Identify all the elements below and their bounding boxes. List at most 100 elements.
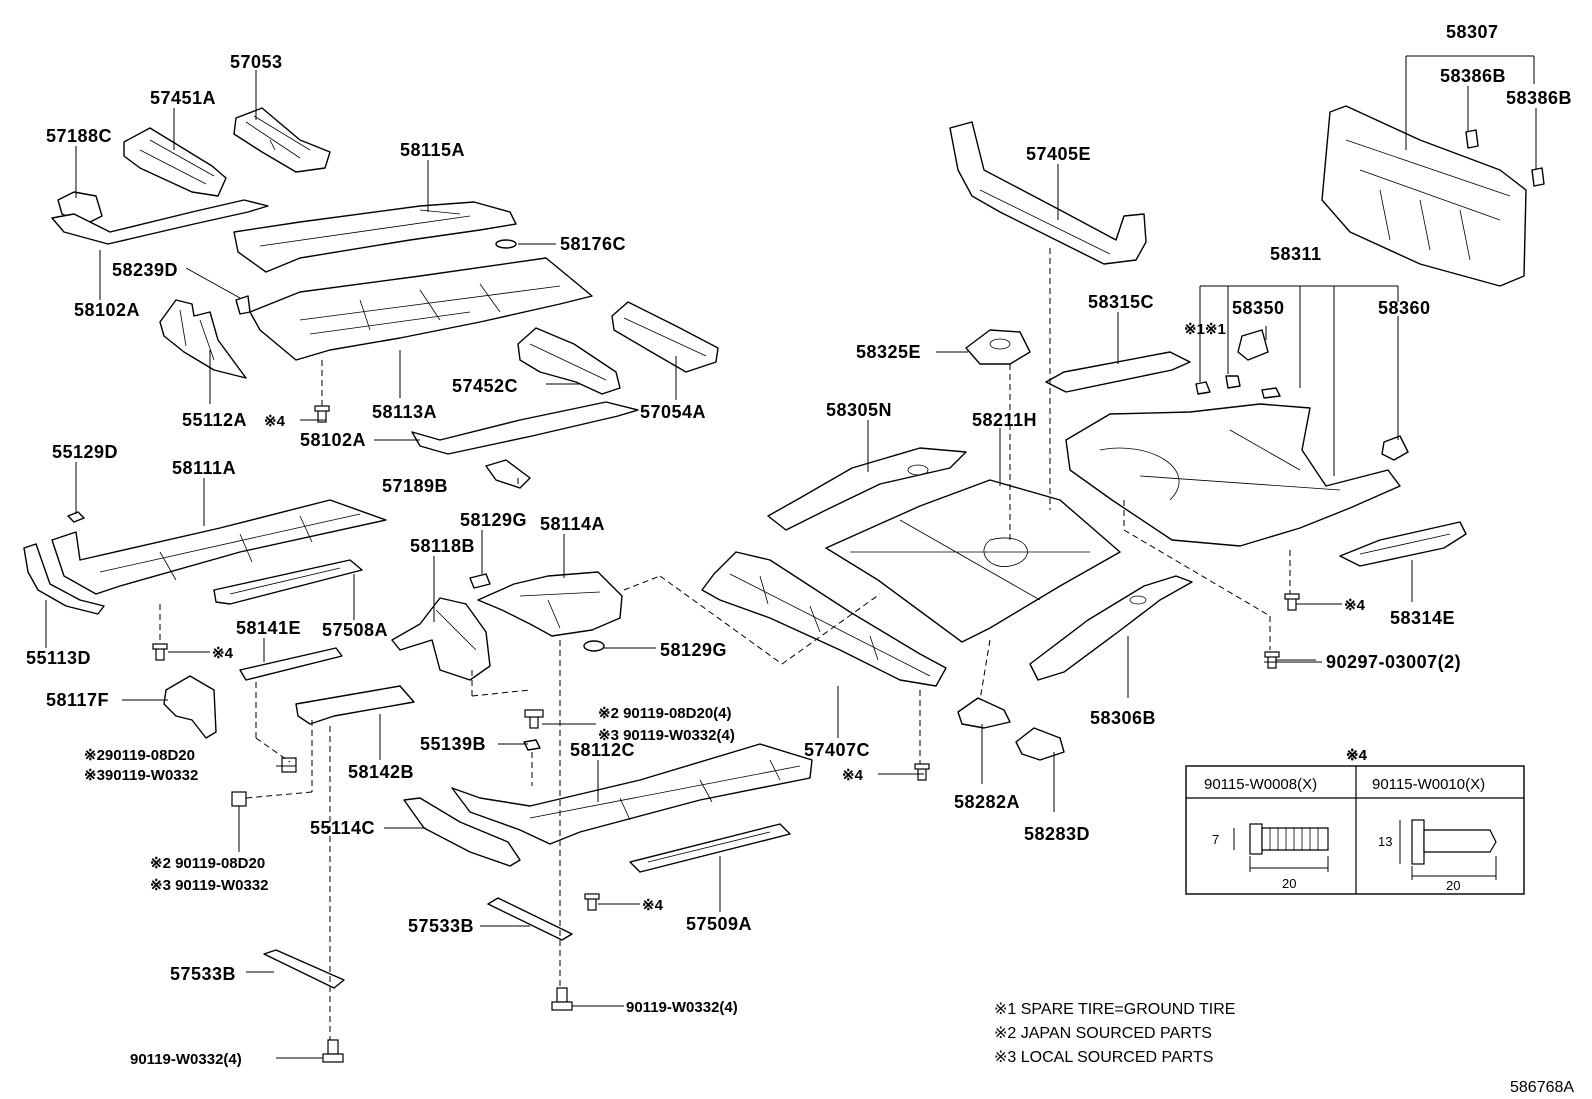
- label-55113D: 55113D: [26, 648, 91, 668]
- part-58117F[interactable]: [163, 675, 217, 739]
- part-58115A[interactable]: [233, 201, 517, 273]
- part-58350[interactable]: [1237, 329, 1269, 361]
- part-58114A[interactable]: [477, 571, 623, 637]
- part-57533B-low[interactable]: [263, 949, 345, 989]
- part-58141E[interactable]: [239, 647, 343, 681]
- label-58306B: 58306B: [1090, 708, 1156, 728]
- part-58307[interactable]: [1321, 105, 1527, 287]
- mark-x4: ※4: [1344, 597, 1366, 614]
- part-55114C[interactable]: [403, 797, 521, 867]
- part-58306B[interactable]: [1029, 575, 1193, 681]
- part-58314E[interactable]: [1339, 521, 1467, 567]
- part-58311-clips[interactable]: [1195, 375, 1281, 399]
- label-58386B-b: 58386B: [1506, 88, 1572, 108]
- part-57508A[interactable]: [213, 559, 363, 605]
- dim-w0008-length: 20: [1282, 876, 1296, 891]
- label-58314E: 58314E: [1390, 608, 1455, 628]
- dim-w0010-length: 20: [1446, 878, 1460, 893]
- part-labels: 57053 57451A 57188C 58115A 58176C 58239D…: [26, 22, 1572, 1068]
- bolt-label-b3-line1: ※2 90119-08D20: [150, 855, 265, 872]
- part-58102A-mid[interactable]: [411, 401, 639, 455]
- part-58283D[interactable]: [1015, 727, 1065, 761]
- label-58118B: 58118B: [410, 536, 475, 556]
- label-57188C: 57188C: [46, 126, 112, 146]
- part-57405E[interactable]: [949, 121, 1147, 265]
- part-57451A[interactable]: [123, 127, 227, 197]
- part-58315C[interactable]: [1045, 351, 1191, 393]
- bolt-label-b1-line1: ※2 90119-08D20(4): [598, 705, 732, 722]
- table-col1-header: 90115-W0008(X): [1204, 776, 1317, 793]
- label-55114C: 55114C: [310, 818, 375, 838]
- bolt-icon[interactable]: [914, 763, 930, 781]
- footnote-3: ※3 LOCAL SOURCED PARTS: [994, 1049, 1213, 1066]
- mark-x1-x1: ※1※1: [1184, 321, 1226, 338]
- part-58129G-top[interactable]: [469, 573, 491, 589]
- label-58113A: 58113A: [372, 402, 437, 422]
- diagram-id: 586768A: [1510, 1079, 1574, 1096]
- bolt-icon[interactable]: [1284, 593, 1300, 611]
- label-58211H: 58211H: [972, 410, 1037, 430]
- footnote-1: ※1 SPARE TIRE=GROUND TIRE: [994, 1001, 1235, 1018]
- bolt-icon[interactable]: [231, 791, 247, 807]
- part-rear-floor-pan[interactable]: [1065, 403, 1401, 547]
- footnotes: ※1 SPARE TIRE=GROUND TIRE ※2 JAPAN SOURC…: [994, 1001, 1235, 1066]
- table-col2-header: 90115-W0010(X): [1372, 776, 1485, 793]
- part-58360[interactable]: [1381, 435, 1409, 461]
- part-58111A[interactable]: [51, 499, 387, 595]
- part-57533B-mid[interactable]: [487, 897, 573, 941]
- part-58386B-b[interactable]: [1531, 167, 1545, 187]
- part-58113A[interactable]: [249, 257, 593, 361]
- part-58102A-top[interactable]: [51, 199, 269, 245]
- part-58176C[interactable]: [495, 239, 517, 249]
- part-55129D[interactable]: [67, 511, 85, 523]
- bolt-icon[interactable]: [551, 987, 573, 1011]
- part-58282A[interactable]: [957, 697, 1011, 729]
- part-58118B[interactable]: [391, 597, 491, 681]
- leader-lines: [45, 55, 1537, 1059]
- part-57407C[interactable]: [701, 551, 947, 687]
- part-58239D[interactable]: [235, 295, 251, 315]
- assembly-dashed-lines: [159, 248, 1291, 1040]
- label-58111A: 58111A: [172, 458, 236, 478]
- label-58114A: 58114A: [540, 514, 605, 534]
- part-58142B[interactable]: [295, 685, 415, 725]
- label-58176C: 58176C: [560, 234, 626, 254]
- part-57509A[interactable]: [629, 823, 791, 873]
- part-57452C[interactable]: [517, 327, 621, 395]
- footnote-2: ※2 JAPAN SOURCED PARTS: [994, 1025, 1212, 1042]
- part-58325E[interactable]: [965, 329, 1031, 365]
- mark-x4: ※4: [264, 413, 286, 430]
- label-58129G-top: 58129G: [460, 510, 527, 530]
- label-57053: 57053: [230, 52, 283, 72]
- bolt-icon[interactable]: [281, 757, 297, 773]
- label-58102A-top: 58102A: [74, 300, 140, 320]
- label-58305N: 58305N: [826, 400, 892, 420]
- table-ref-mark: ※4: [1346, 747, 1368, 764]
- part-58112C[interactable]: [451, 743, 813, 845]
- label-58129G-mid: 58129G: [660, 640, 727, 660]
- mark-x4: ※4: [1346, 747, 1368, 764]
- part-55112A[interactable]: [159, 299, 247, 379]
- part-55139B[interactable]: [523, 739, 541, 751]
- part-58211H[interactable]: [825, 479, 1121, 643]
- bolt-icon[interactable]: [322, 1039, 344, 1063]
- label-57508A: 57508A: [322, 620, 388, 640]
- bolt-diagram-w0008: [1233, 823, 1329, 872]
- bolt-label-b2-line1: ※290119-08D20: [84, 747, 195, 764]
- part-57189B[interactable]: [485, 459, 531, 489]
- bolt-icon[interactable]: [152, 643, 168, 661]
- label-58102A-mid: 58102A: [300, 430, 366, 450]
- part-57053[interactable]: [233, 107, 331, 173]
- bolt-icon[interactable]: [524, 709, 544, 729]
- part-57054A[interactable]: [611, 301, 719, 373]
- label-57451A: 57451A: [150, 88, 216, 108]
- part-58305N[interactable]: [767, 447, 967, 531]
- part-58129G-mid[interactable]: [583, 640, 605, 652]
- label-57533B-mid: 57533B: [408, 916, 474, 936]
- part-55113D[interactable]: [23, 543, 105, 615]
- label-58315C: 58315C: [1088, 292, 1154, 312]
- bolt-icon[interactable]: [584, 893, 600, 911]
- part-58386B-a[interactable]: [1465, 129, 1479, 149]
